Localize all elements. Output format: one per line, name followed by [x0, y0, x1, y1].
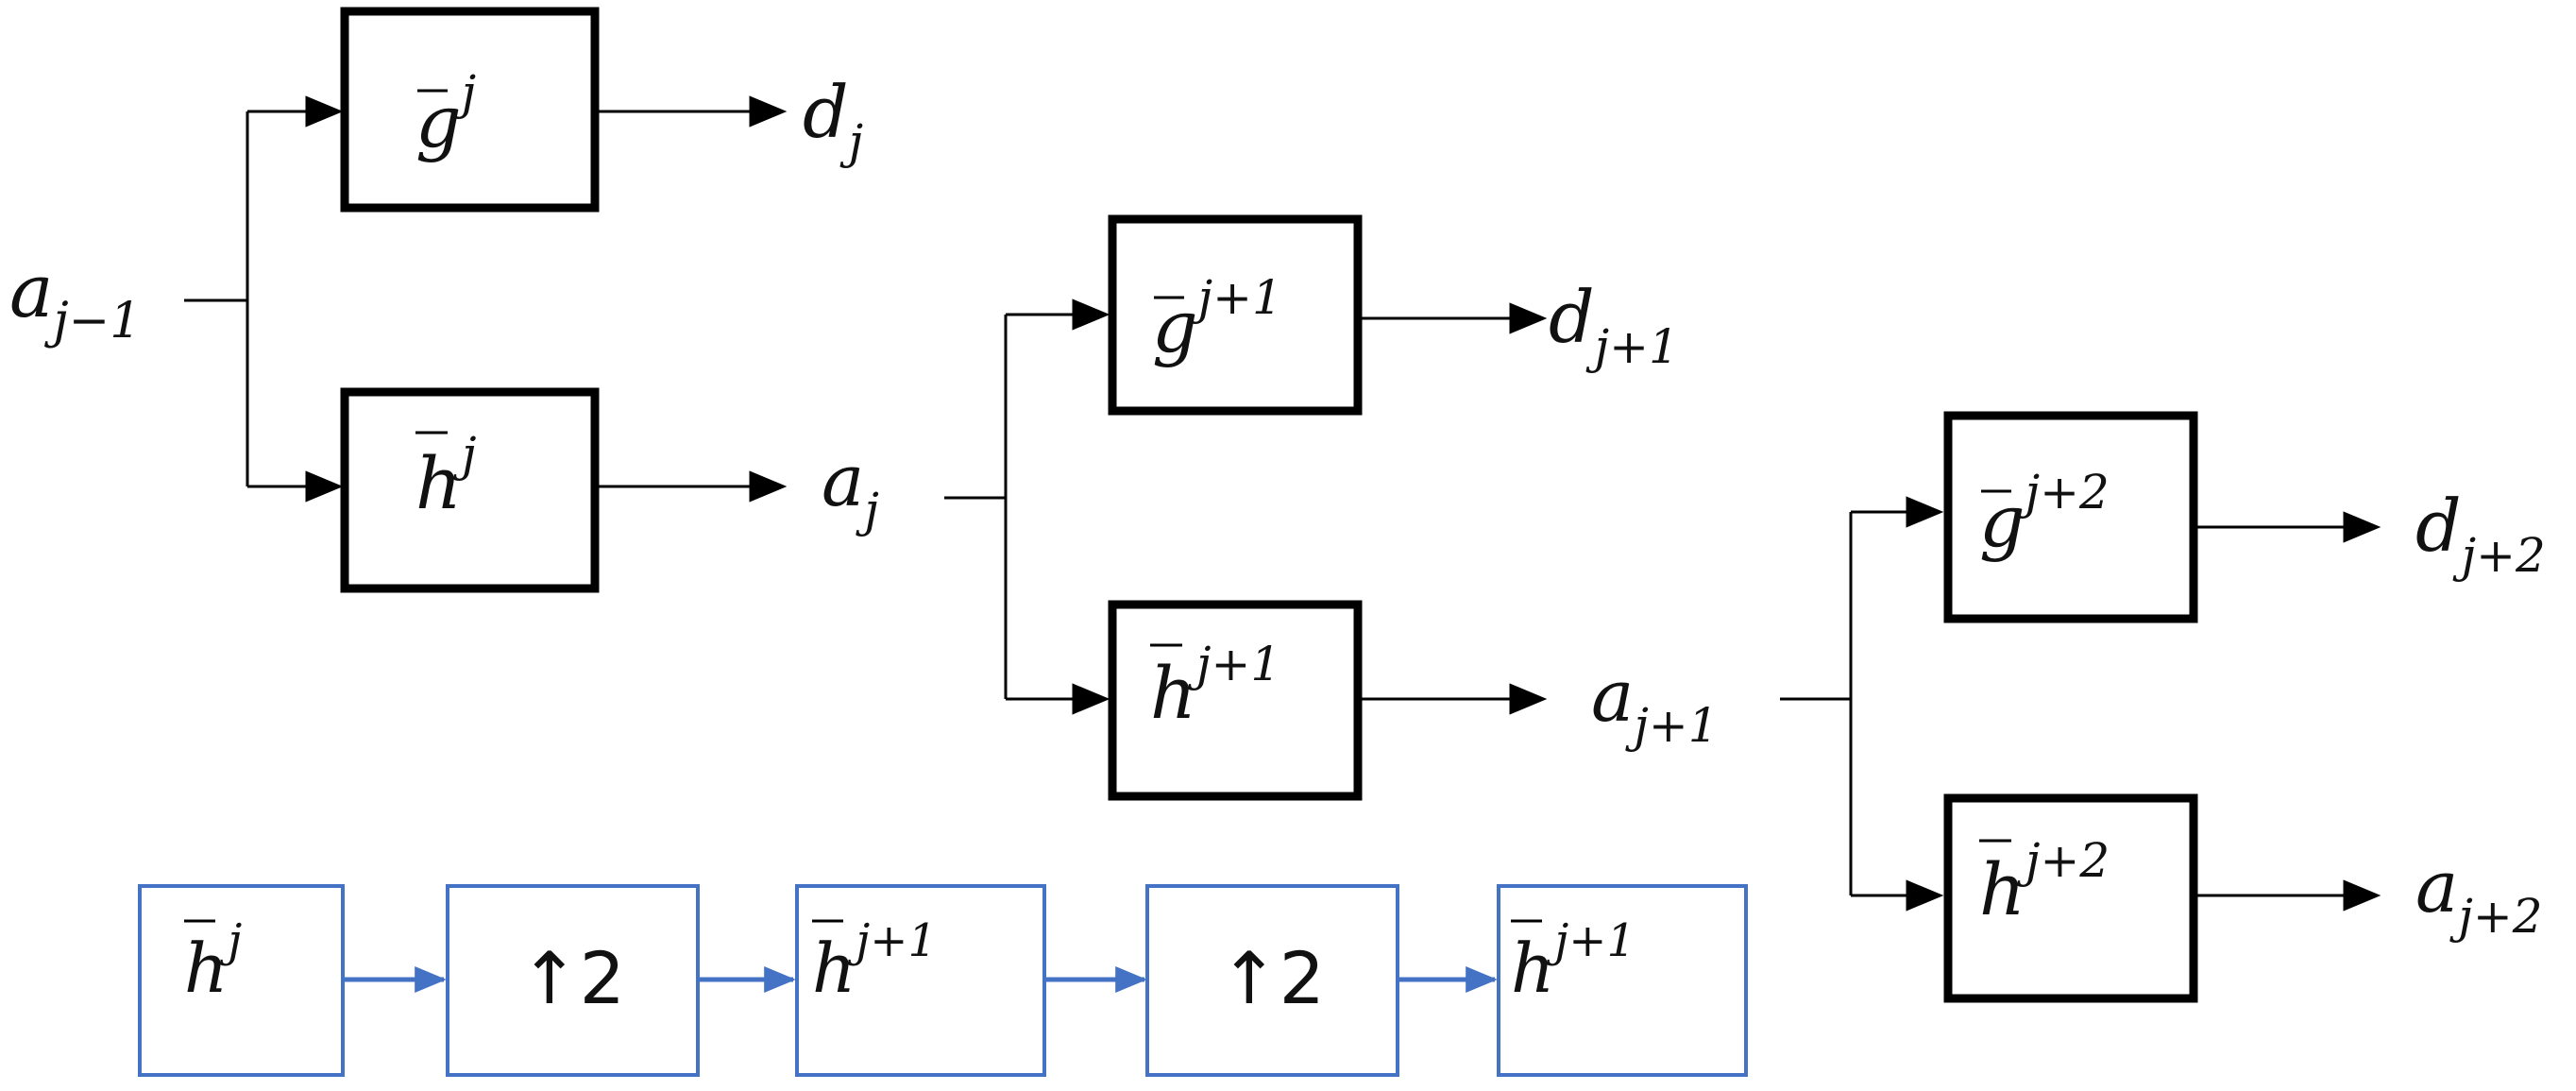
chain-box-label: hj+1	[1511, 914, 1635, 1008]
input-a-label: aj−1	[9, 249, 141, 349]
g-filter-box	[1943, 411, 2198, 623]
g-filter-label: gj+1	[1152, 270, 1282, 368]
detail-d-label: dj+1	[1549, 275, 1679, 374]
chain-box-label: hj+1	[812, 914, 937, 1008]
g-filter-label: gj+2	[1979, 465, 2110, 563]
upsample-label: ↑2	[1219, 936, 1325, 1020]
chain-box-label: hj	[184, 914, 242, 1008]
detail-d-label: dj	[803, 70, 863, 169]
g-filter-box	[1108, 214, 1363, 416]
chain-box	[446, 884, 700, 1077]
h-filter-box	[340, 387, 600, 593]
h-filter-label: hj+1	[1150, 637, 1280, 735]
level1-group: gj+1 hj+1 dj+1 aj+1	[944, 214, 1719, 801]
g-filter-box	[340, 7, 600, 213]
level2-group: gj+2 hj+2 dj+2 aj+2	[1780, 411, 2546, 1003]
approx-a-label: aj	[822, 438, 879, 537]
h-filter-box	[1943, 793, 2198, 1003]
filter-chain: hj ↑2 hj+1 ↑2 hj+1	[138, 884, 1748, 1077]
h-filter-label: hj	[415, 427, 476, 525]
chain-box	[138, 884, 345, 1077]
detail-d-label: dj+2	[2415, 484, 2546, 583]
chain-box	[1497, 884, 1748, 1077]
approx-a-label: aj+1	[1591, 654, 1719, 753]
approx-a-label: aj+2	[2415, 844, 2543, 944]
chain-box	[795, 884, 1046, 1077]
upsample-label: ↑2	[519, 936, 625, 1020]
level0-group: aj−1 gj hj dj aj	[9, 7, 879, 593]
h-filter-label: hj+2	[1979, 833, 2110, 931]
h-filter-box	[1108, 600, 1363, 801]
